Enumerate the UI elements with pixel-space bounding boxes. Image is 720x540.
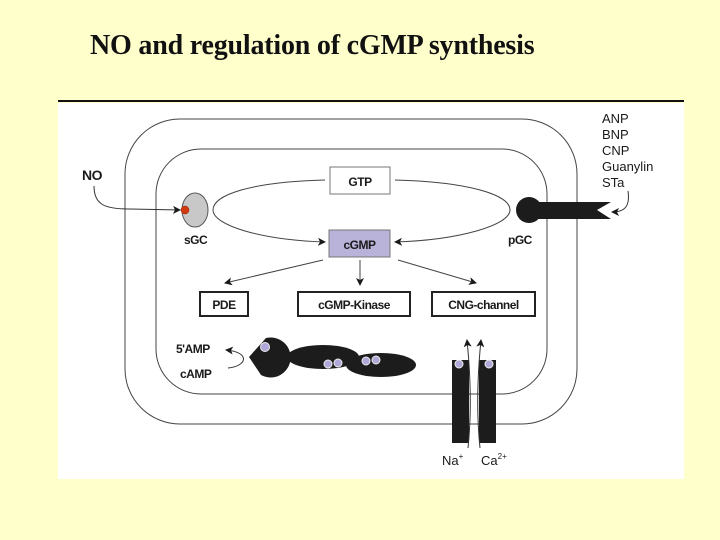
ligand-anp: ANP [602,111,629,126]
camp-label: cAMP [180,367,212,381]
channel-label: CNG-channel [448,298,519,312]
no-binding-dot [180,205,190,215]
ligand-list: ANP BNP CNP Guanylin STa [602,111,653,190]
kinase-subunit-2 [346,353,416,377]
ca-ion-label: Ca2+ [481,452,507,468]
cgmp-box [328,229,391,258]
kinase-box [297,291,411,317]
pde-binding-site [260,342,270,352]
channel-binding-site [484,359,494,369]
kinase-binding-site [371,355,381,365]
title-divider [58,100,684,102]
ion-flow-arrow-right [476,339,485,449]
no-label: NO [82,167,103,183]
outer-membrane [124,118,578,425]
inner-membrane [155,148,548,395]
no-arrow [93,185,181,214]
ligand-cnp: CNP [602,143,629,158]
cgmp-label: cGMP [343,238,376,252]
loop-top-right [394,179,511,246]
loop-top-left [212,179,326,246]
pgc-label: pGC [508,233,533,247]
ligand-bnp: BNP [602,127,629,142]
kinase-label: cGMP-Kinase [318,298,391,312]
ion-flow-arrow-left [463,339,472,449]
pde-enzyme [249,337,291,378]
pde-box [199,291,249,317]
ligand-arrow [611,190,629,216]
channel-subunit-left [452,360,469,443]
kinase-binding-site [361,356,371,366]
channel-binding-site [454,359,464,369]
kinase-binding-site [333,358,343,368]
arrow-to-pde [224,259,324,286]
channel-box [431,291,536,317]
ligand-guanylin: Guanylin [602,159,653,174]
amp5-label: 5'AMP [176,342,210,356]
pde-label: PDE [212,298,236,312]
sgc-label: sGC [184,233,208,247]
arrow-to-channel [397,259,477,285]
na-ion-label: Na+ [442,452,464,468]
pgc-receptor [535,202,611,219]
kinase-binding-site [323,359,333,369]
channel-subunit-right [479,360,496,443]
gtp-box [329,166,391,195]
gtp-label: GTP [348,175,372,189]
camp-to-amp-arrow [225,346,244,369]
slide-title: NO and regulation of cGMP synthesis [90,30,535,61]
ligand-sta: STa [602,175,625,190]
